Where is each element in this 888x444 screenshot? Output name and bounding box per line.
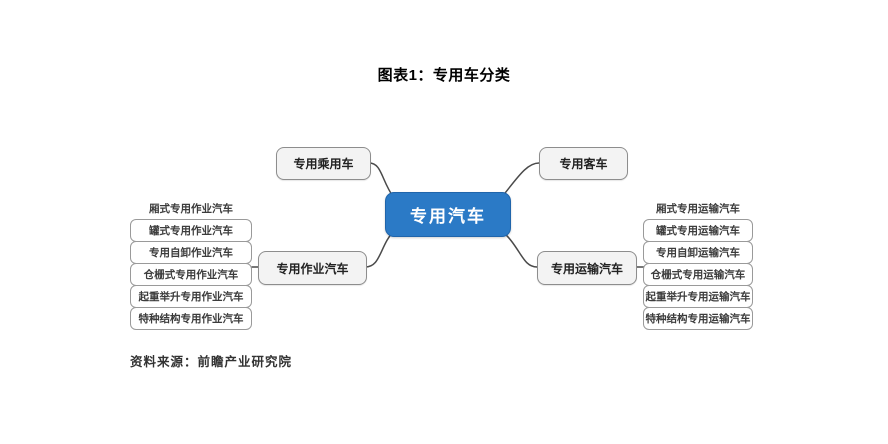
branch-node-transport-vehicle: 专用运输汽车 — [537, 251, 637, 285]
leaf-node-work-child: 专用自卸作业汽车 — [130, 241, 252, 264]
leaf-node-transport-child: 特种结构专用运输汽车 — [643, 307, 753, 330]
branch-node-work-vehicle: 专用作业汽车 — [258, 251, 367, 285]
leaf-node-transport-child: 起重举升专用运输汽车 — [643, 285, 753, 308]
transport-children-list: 厢式专用运输汽车 罐式专用运输汽车 专用自卸运输汽车 仓栅式专用运输汽车 起重举… — [643, 198, 753, 330]
leaf-node-work-child: 起重举升专用作业汽车 — [130, 285, 252, 308]
leaf-node-work-child: 厢式专用作业汽车 — [149, 203, 233, 215]
leaf-node-work-child: 罐式专用作业汽车 — [130, 219, 252, 242]
branch-node-passenger-car: 专用乘用车 — [276, 147, 371, 180]
leaf-node-transport-child: 仓栅式专用运输汽车 — [643, 263, 753, 286]
leaf-node-transport-child: 罐式专用运输汽车 — [643, 219, 753, 242]
branch-node-bus: 专用客车 — [539, 147, 628, 180]
leaf-node-work-child: 仓栅式专用作业汽车 — [130, 263, 252, 286]
root-node: 专用汽车 — [385, 192, 511, 237]
leaf-node-transport-child: 专用自卸运输汽车 — [643, 241, 753, 264]
figure-title: 图表1：专用车分类 — [377, 67, 511, 84]
leaf-node-work-child: 特种结构专用作业汽车 — [130, 307, 252, 330]
work-children-list: 厢式专用作业汽车 罐式专用作业汽车 专用自卸作业汽车 仓栅式专用作业汽车 起重举… — [130, 198, 252, 330]
leaf-node-transport-child: 厢式专用运输汽车 — [656, 203, 740, 215]
data-source-caption: 资料来源：前瞻产业研究院 — [130, 355, 293, 369]
